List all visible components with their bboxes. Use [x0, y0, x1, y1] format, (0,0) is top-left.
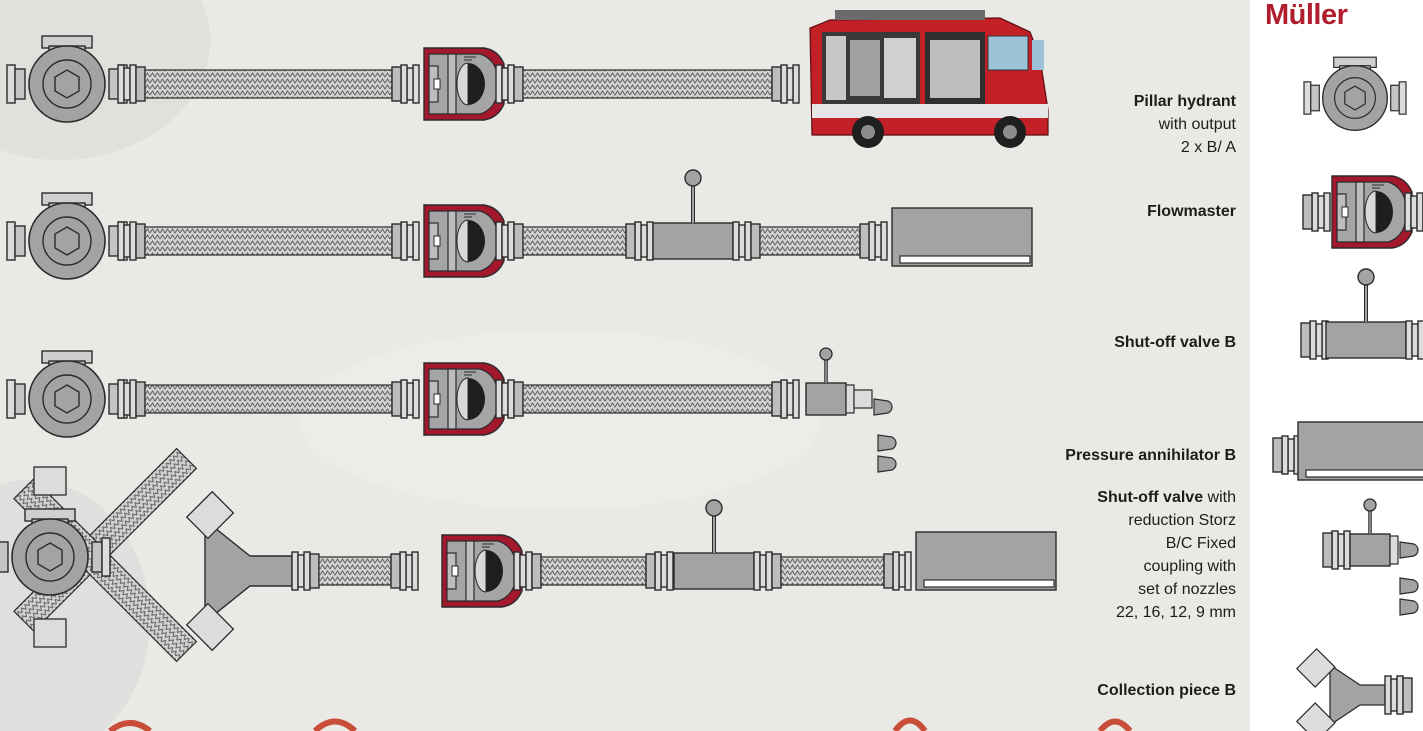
- brand-logo: Müller: [1265, 0, 1347, 30]
- label-pressure-annihilator: Pressure annihilator B: [1065, 444, 1236, 467]
- label-collection-piece: Collection piece B: [1097, 679, 1236, 702]
- label-shutoff-valve-b: Shut-off valve B: [1114, 331, 1236, 354]
- label-pressure-annihilator-title: Pressure annihilator B: [1065, 447, 1236, 464]
- label-pillar-hydrant-title: Pillar hydrant: [1134, 93, 1236, 110]
- label-shutoff-reduction-line4: coupling with: [1097, 555, 1236, 578]
- label-shutoff-valve-b-title: Shut-off valve B: [1114, 334, 1236, 351]
- label-shutoff-reduction-line2: reduction Storz: [1097, 509, 1236, 532]
- label-shutoff-reduction-line6: 22, 16, 12, 9 mm: [1097, 601, 1236, 624]
- label-flowmaster-title: Flowmaster: [1147, 203, 1236, 220]
- label-shutoff-reduction-title: Shut-off valve: [1097, 489, 1203, 506]
- label-shutoff-reduction-line5: set of nozzles: [1097, 578, 1236, 601]
- label-flowmaster: Flowmaster: [1147, 200, 1236, 223]
- label-shutoff-valve-reduction: Shut-off valve with reduction Storz B/C …: [1097, 486, 1236, 624]
- label-collection-piece-title: Collection piece B: [1097, 682, 1236, 699]
- label-shutoff-reduction-with: with: [1203, 489, 1236, 506]
- label-pillar-hydrant-line3: 2 x B/ A: [1134, 136, 1236, 159]
- label-pillar-hydrant: Pillar hydrant with output 2 x B/ A: [1134, 90, 1236, 159]
- label-pillar-hydrant-line2: with output: [1134, 113, 1236, 136]
- flowmaster-icon: [424, 48, 504, 120]
- fire-truck-image: [810, 10, 1048, 148]
- label-shutoff-reduction-line3: B/C Fixed: [1097, 532, 1236, 555]
